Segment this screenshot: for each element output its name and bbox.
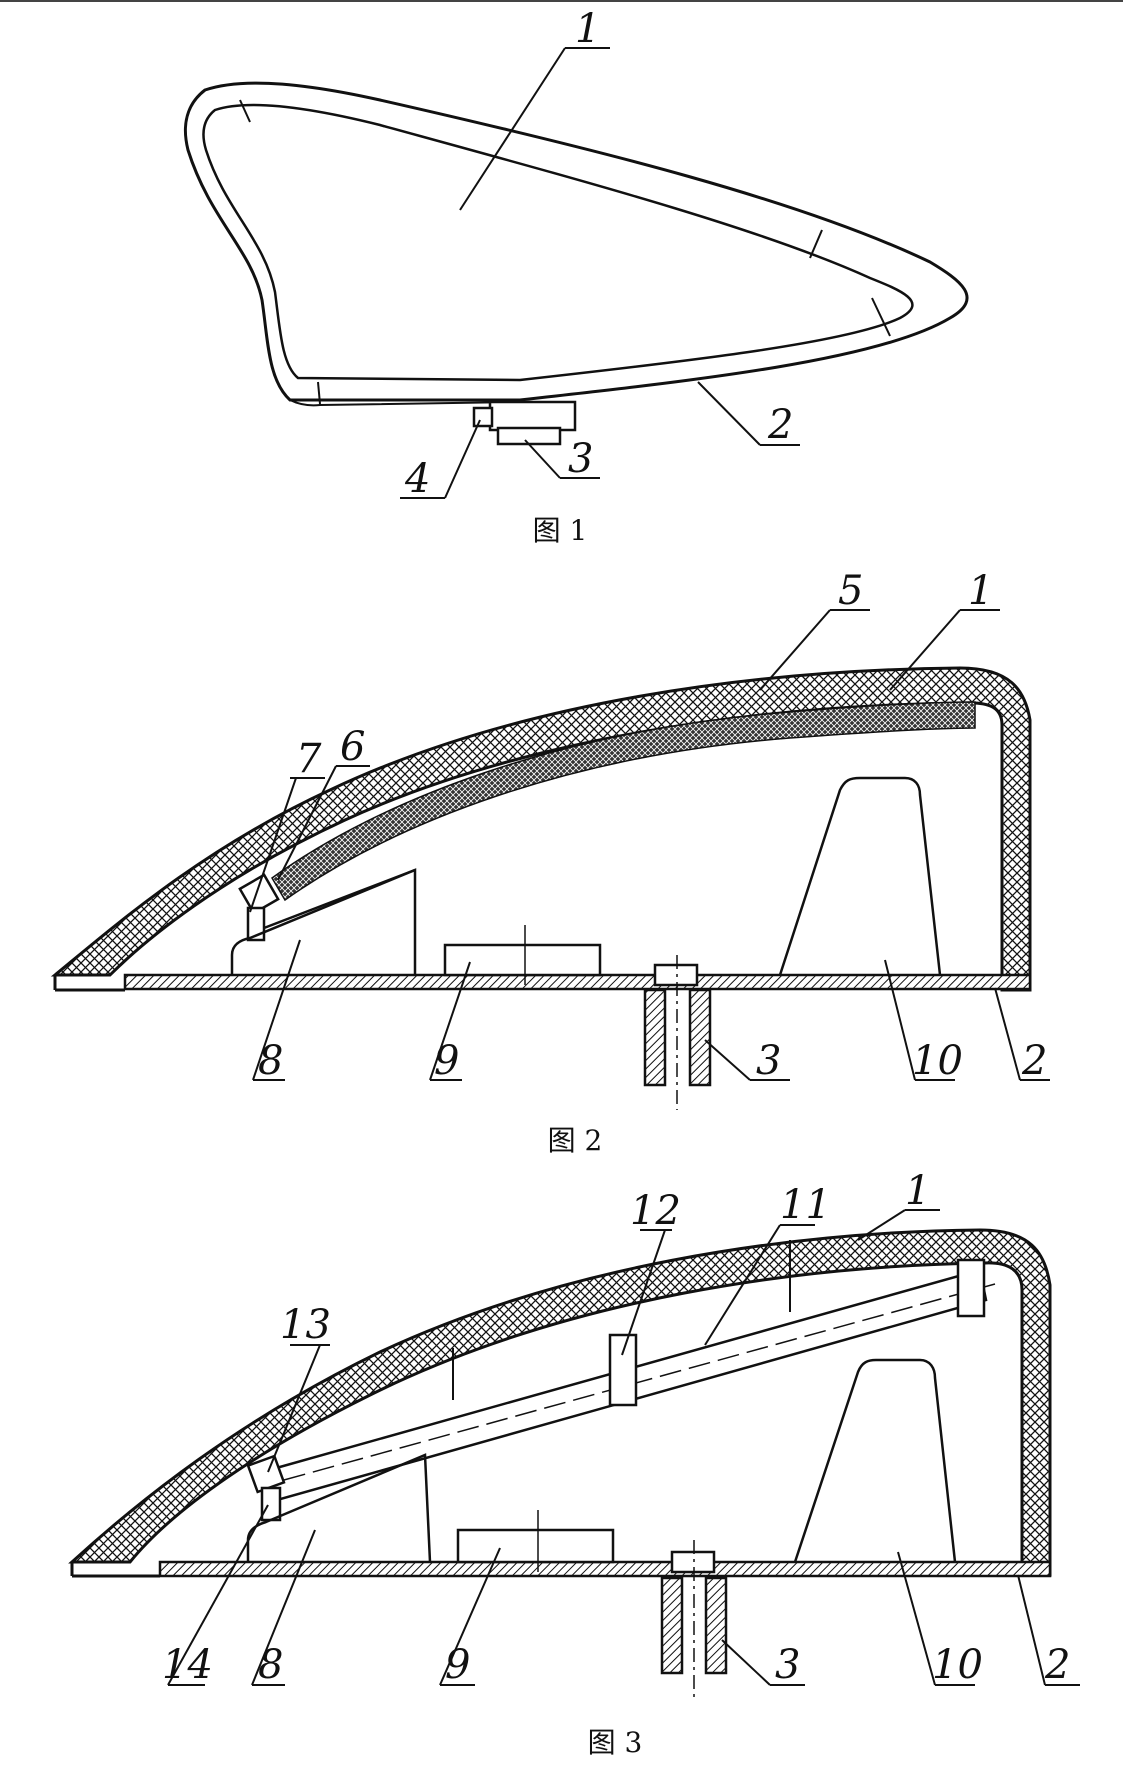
leader-5 <box>759 609 831 691</box>
figure-1-caption: 图 1 <box>533 514 588 547</box>
fig3-patch-antenna-10 <box>793 1358 957 1563</box>
fig1-rim-tick-d <box>317 381 321 405</box>
leader-12 <box>621 1229 666 1356</box>
leader-1 <box>459 47 566 211</box>
leader-3b <box>704 1039 751 1081</box>
fig1-label-3: 3 <box>568 436 593 482</box>
figure-2: 5 1 7 6 8 9 3 10 2 图 2 <box>50 568 1050 1157</box>
fig3-clip-12 <box>608 1333 638 1407</box>
fig3-rod-axis <box>254 1283 996 1489</box>
fig2-helical-coil <box>271 701 976 902</box>
fig3-label-1: 1 <box>905 1168 930 1214</box>
fig1-rim-tick-c <box>871 297 891 337</box>
fig1-rim-tick-a <box>239 99 251 123</box>
fig1-connector-3 <box>488 400 577 432</box>
fig3-label-2: 2 <box>1044 1642 1070 1688</box>
leader-10 <box>884 959 916 1081</box>
leader-13 <box>267 1344 321 1473</box>
leader-3c <box>721 1639 771 1686</box>
leader-2b <box>994 987 1021 1081</box>
fig2-label-10: 10 <box>912 1038 963 1084</box>
fig1-label-2: 2 <box>767 402 793 448</box>
fig3-connector-top <box>670 1550 716 1574</box>
top-border-line <box>0 0 1123 2</box>
fig3-label-11: 11 <box>780 1182 831 1228</box>
fig3-connector-right <box>704 1576 728 1675</box>
fig1-label-4: 4 <box>404 456 430 502</box>
fig3-label-14: 14 <box>162 1642 213 1688</box>
leader-9 <box>429 961 471 1081</box>
fig3-label-3: 3 <box>775 1642 800 1688</box>
leader-2 <box>697 381 761 446</box>
leader-8b <box>251 1529 316 1686</box>
fig2-label-5: 5 <box>838 568 863 614</box>
fig3-label-12: 12 <box>630 1188 681 1234</box>
leader-9b <box>439 1547 501 1686</box>
fig2-bracket-8 <box>230 868 417 975</box>
figure-3-caption: 图 3 <box>588 1726 643 1759</box>
fig2-label-2: 2 <box>1021 1038 1047 1084</box>
fig3-label-10: 10 <box>932 1642 983 1688</box>
fig1-base-rim <box>289 399 521 407</box>
leader-11 <box>704 1224 781 1346</box>
leader-1c <box>857 1209 906 1241</box>
fig2-connector-right <box>688 988 712 1087</box>
fig3-label-8: 8 <box>258 1642 283 1688</box>
fig2-label-6: 6 <box>340 724 365 770</box>
fig2-clamp-7 <box>246 906 266 942</box>
fig3-cover-shell <box>68 1228 1052 1577</box>
fig1-nut-4 <box>472 406 494 428</box>
fig2-label-9: 9 <box>434 1038 459 1084</box>
leader-7 <box>249 777 297 913</box>
leader-6 <box>277 765 337 881</box>
fig1-inner-panel <box>202 103 914 382</box>
leader-10b <box>897 1551 936 1686</box>
fig2-label-7: 7 <box>296 736 322 782</box>
fig2-base-plate <box>123 973 1032 991</box>
fig3-label-13: 13 <box>280 1302 331 1348</box>
fig3-holder-14 <box>260 1486 282 1522</box>
fig3-label-9: 9 <box>445 1642 470 1688</box>
fig2-patch-antenna-10 <box>778 776 942 976</box>
fig2-connector-left <box>643 988 667 1087</box>
fig2-connector-top <box>653 963 699 987</box>
fig1-label-1: 1 <box>575 6 600 52</box>
fig3-base-plate <box>158 1560 1052 1578</box>
fig2-clamp-6 <box>238 873 280 915</box>
fig2-label-8: 8 <box>258 1038 283 1084</box>
leader-3 <box>524 439 561 479</box>
figure-1: 1 2 3 4 图 1 <box>183 6 969 547</box>
fig1-connector-3-base <box>496 426 562 446</box>
fig3-rear-holder <box>956 1258 986 1318</box>
figure-3: 12 11 1 13 14 8 9 3 10 2 图 3 <box>68 1168 1080 1759</box>
leader-4 <box>444 419 481 499</box>
leader-14 <box>167 1504 269 1686</box>
fig2-label-1: 1 <box>968 568 993 614</box>
fig1-rim-tick-b <box>809 229 823 259</box>
fig2-pcb-module-9 <box>443 943 602 977</box>
fig2-label-3: 3 <box>756 1038 781 1084</box>
fig3-pcb-module-9 <box>456 1528 615 1564</box>
leader-1b <box>889 609 961 691</box>
fig2-cover-shell <box>50 666 1032 992</box>
leader-8 <box>252 939 301 1081</box>
fig3-connector-left <box>660 1576 684 1675</box>
figure-2-caption: 图 2 <box>548 1124 603 1157</box>
leader-2c <box>1017 1574 1046 1686</box>
